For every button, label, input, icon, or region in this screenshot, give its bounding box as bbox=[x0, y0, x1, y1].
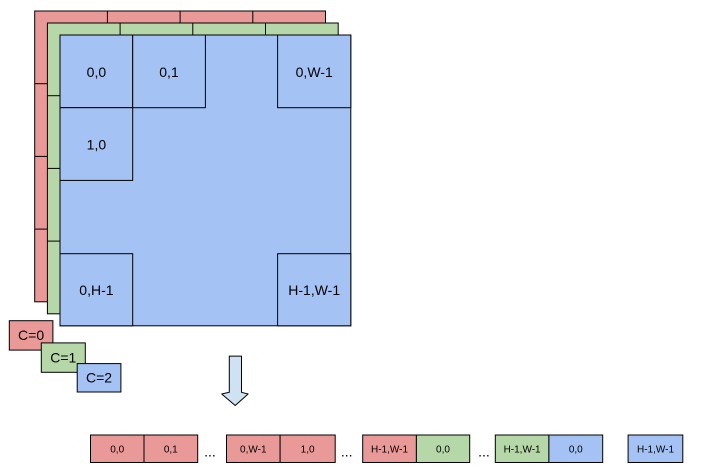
svg-text:0,W-1: 0,W-1 bbox=[240, 444, 267, 455]
svg-text:...: ... bbox=[341, 443, 353, 459]
svg-text:C=0: C=0 bbox=[18, 327, 44, 343]
svg-text:1,0: 1,0 bbox=[87, 137, 107, 153]
svg-text:0,0: 0,0 bbox=[569, 444, 583, 455]
svg-text:H-1,W-1: H-1,W-1 bbox=[637, 444, 674, 455]
svg-text:H-1,W-1: H-1,W-1 bbox=[288, 282, 340, 298]
svg-text:0,0: 0,0 bbox=[87, 64, 107, 80]
svg-text:0,0: 0,0 bbox=[436, 444, 450, 455]
svg-text:H-1,W-1: H-1,W-1 bbox=[504, 444, 541, 455]
svg-text:C=2: C=2 bbox=[86, 370, 112, 386]
svg-text:C=1: C=1 bbox=[50, 349, 76, 365]
svg-text:0,1: 0,1 bbox=[164, 444, 178, 455]
svg-text:H-1,W-1: H-1,W-1 bbox=[371, 444, 408, 455]
svg-text:...: ... bbox=[478, 443, 490, 459]
svg-text:...: ... bbox=[204, 443, 216, 459]
svg-text:0,H-1: 0,H-1 bbox=[79, 282, 113, 298]
svg-text:1,0: 1,0 bbox=[301, 444, 315, 455]
svg-text:0,1: 0,1 bbox=[159, 64, 179, 80]
svg-text:0,0: 0,0 bbox=[110, 444, 124, 455]
svg-text:0,W-1: 0,W-1 bbox=[296, 64, 333, 80]
